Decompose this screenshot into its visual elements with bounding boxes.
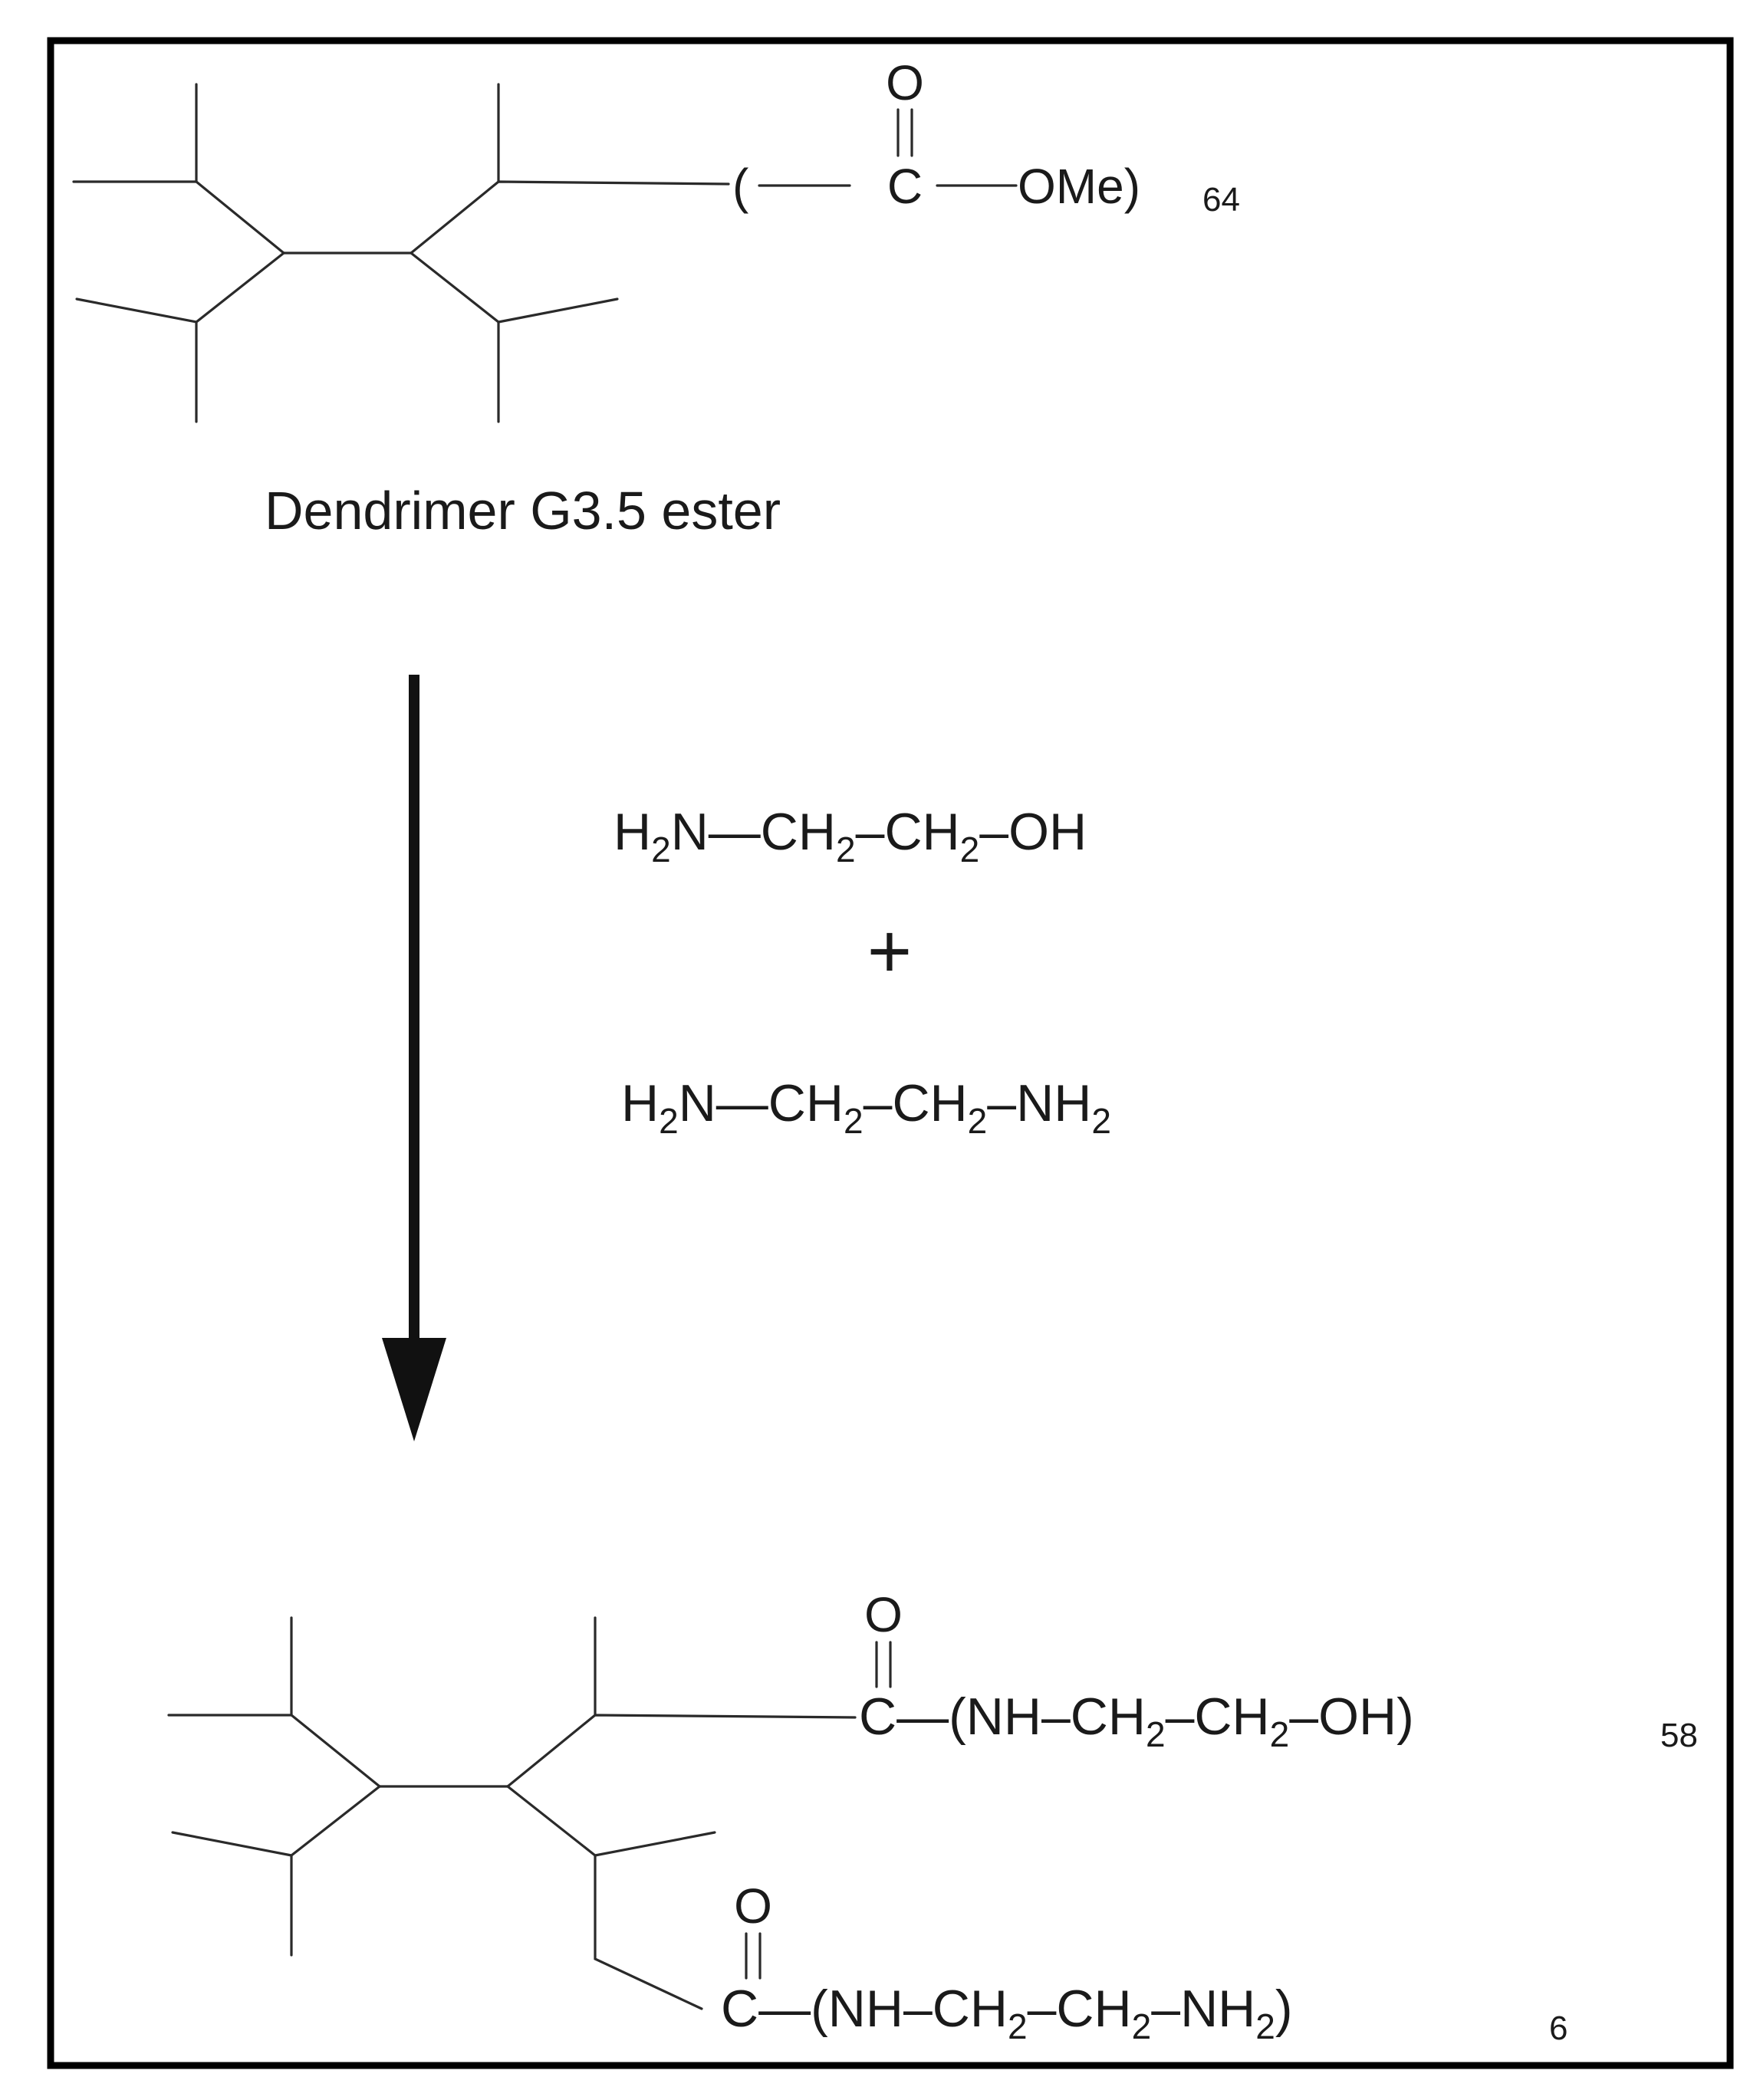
- reaction-arrow: [382, 675, 446, 1441]
- product-upper-hydroxyethyl-chain: C—(NH–CH2–CH2–OH): [859, 1688, 1414, 1754]
- product-upper-repeat-count: 58: [1660, 1717, 1698, 1754]
- starting-repeat-count: 64: [1202, 181, 1240, 219]
- starting-material-label: Dendrimer G3.5 ester: [265, 481, 781, 541]
- product-lower-carbonyl-oxygen: O: [734, 1878, 772, 1934]
- product-dendrimer-skeleton: [167, 1616, 857, 2010]
- reagent-ethanolamine: H2N—CH2–CH2–OH: [614, 803, 1087, 869]
- starting-paren-open: (: [732, 159, 748, 214]
- reagent-ethylenediamine: H2N—CH2–CH2–NH2: [621, 1074, 1111, 1141]
- starting-carbonyl-carbon: C: [887, 159, 923, 214]
- reagent-plus-sign: +: [867, 909, 912, 994]
- scheme-frame: [47, 37, 1734, 2069]
- product-lower-repeat-count: 6: [1549, 2010, 1568, 2047]
- product-lower-aminoethyl-chain: C—(NH–CH2–CH2–NH2): [721, 1980, 1293, 2046]
- starting-ome-group: OMe): [1018, 159, 1140, 214]
- starting-dendrimer-skeleton: [72, 83, 730, 423]
- starting-carbonyl-oxygen: O: [886, 55, 924, 110]
- product-upper-carbonyl-oxygen: O: [864, 1587, 903, 1642]
